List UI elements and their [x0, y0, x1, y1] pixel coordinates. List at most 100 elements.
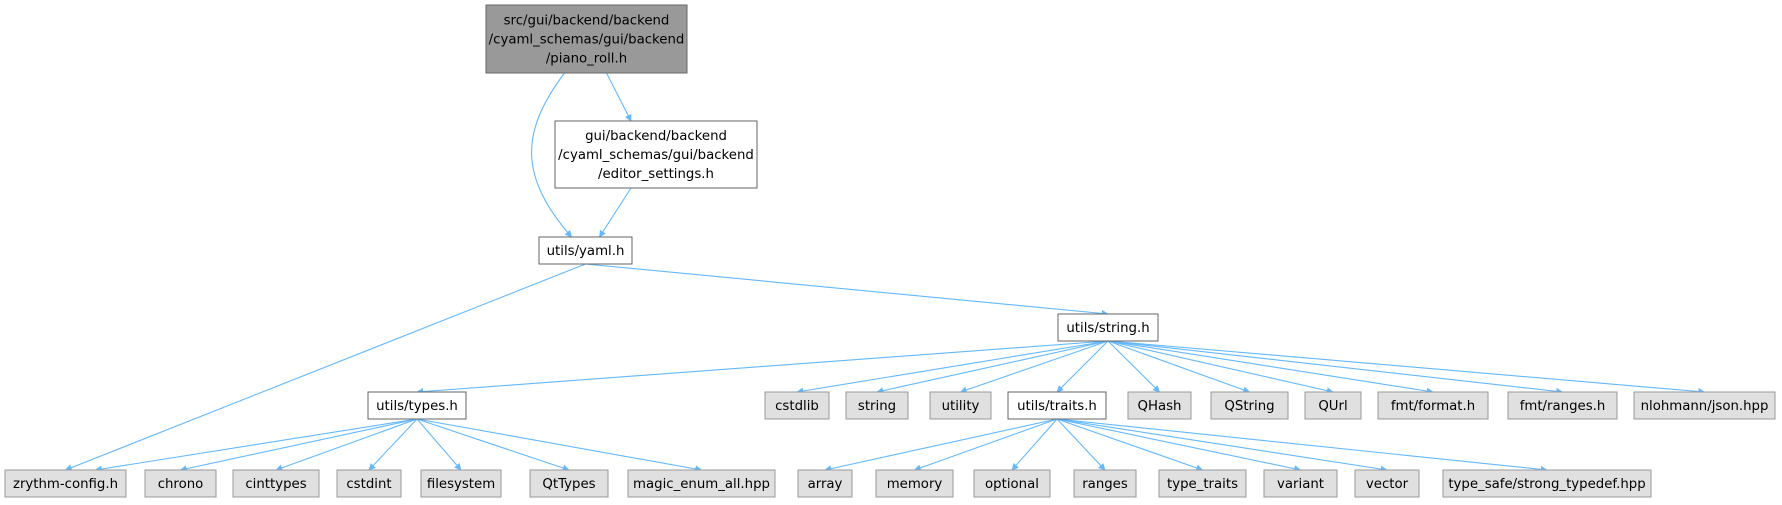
node-box	[1263, 469, 1338, 498]
edge-traits_h-to-vector	[1056, 418, 1388, 473]
edge	[64, 263, 586, 471]
node-memory: memory	[875, 469, 954, 498]
edge-yaml-to-string_h	[585, 263, 1109, 317]
node-yaml[interactable]: utils/yaml.h	[538, 236, 633, 265]
node-box	[845, 391, 909, 420]
node-label-line: src/gui/backend/backend	[504, 14, 670, 29]
node-piano-roll[interactable]: src/gui/backend/backend/cyaml_schemas/gu…	[485, 4, 688, 74]
edge-string_h-to-qstring	[1107, 340, 1251, 394]
edge-types_h-to-filesystem	[416, 418, 462, 471]
edge-string_h-to-nlohmann_json	[1107, 340, 1706, 395]
node-box	[4, 469, 127, 498]
edge-types_h-to-cstdint	[368, 418, 418, 471]
edge-types_h-to-magic_enum	[416, 418, 703, 473]
node-box	[336, 469, 402, 498]
node-box	[1158, 469, 1247, 498]
edge-traits_h-to-variant	[1056, 418, 1302, 473]
node-label-line: chrono	[158, 477, 204, 492]
edge-string_h-to-utility	[959, 340, 1109, 394]
edge	[1056, 418, 1388, 473]
node-label-line: zrythm-config.h	[13, 477, 118, 492]
node-box	[1127, 391, 1192, 420]
edge	[1107, 340, 1334, 395]
edge	[1107, 340, 1706, 395]
edge	[416, 340, 1109, 396]
node-box	[232, 469, 320, 498]
node-label-line: fmt/format.h	[1391, 399, 1475, 414]
node-fmt-ranges: fmt/ranges.h	[1507, 391, 1618, 420]
node-label-line: utils/types.h	[376, 399, 458, 414]
node-traits-h[interactable]: utils/traits.h	[1007, 391, 1107, 420]
edge-string_h-to-fmt_format	[1107, 340, 1434, 395]
node-vector: vector	[1354, 469, 1420, 498]
node-label-line: type_traits	[1167, 477, 1238, 492]
node-box	[764, 391, 830, 420]
edge-string_h-to-fmt_ranges	[1107, 340, 1564, 395]
edge	[606, 72, 632, 122]
node-qstring: QString	[1210, 391, 1289, 420]
node-label-line: fmt/ranges.h	[1520, 399, 1606, 414]
edge-traits_h-to-array	[824, 418, 1058, 473]
node-box	[1354, 469, 1420, 498]
node-box	[627, 469, 776, 498]
edge	[416, 418, 703, 473]
node-fmt-format: fmt/format.h	[1377, 391, 1489, 420]
edge-traits_h-to-ranges	[1056, 418, 1106, 471]
node-label-line: gui/backend/backend	[585, 129, 727, 144]
node-box	[538, 236, 633, 265]
edge	[531, 72, 572, 238]
edge	[959, 340, 1109, 394]
edge	[1107, 340, 1251, 394]
node-label-line: /cyaml_schemas/gui/backend	[558, 148, 754, 163]
node-label-line: ranges	[1082, 477, 1128, 492]
node-strong-typedef: type_safe/strong_typedef.hpp	[1442, 469, 1652, 498]
edge	[1056, 340, 1109, 393]
nodes: src/gui/backend/backend/cyaml_schemas/gu…	[4, 4, 1776, 498]
edge	[275, 418, 418, 472]
node-box	[929, 391, 992, 420]
edge-string_h-to-cstdlib	[796, 340, 1109, 395]
edge-types_h-to-qttypes	[416, 418, 570, 472]
node-label-line: variant	[1277, 477, 1324, 492]
node-box	[367, 391, 467, 420]
node-magic-enum: magic_enum_all.hpp	[627, 469, 776, 498]
node-label-line: cstdint	[346, 477, 391, 492]
node-label-line: array	[808, 477, 843, 492]
node-box	[1007, 391, 1107, 420]
node-box	[420, 469, 502, 498]
node-optional: optional	[973, 469, 1051, 498]
node-editor-settings[interactable]: gui/backend/backend/cyaml_schemas/gui/ba…	[554, 120, 758, 189]
node-label-line: cinttypes	[245, 477, 306, 492]
node-label-line: filesystem	[427, 477, 495, 492]
node-box	[1377, 391, 1489, 420]
edge	[1056, 418, 1204, 472]
node-label-line: /cyaml_schemas/gui/backend	[489, 33, 685, 48]
edge	[824, 418, 1058, 473]
edge	[796, 340, 1109, 395]
node-qhash: QHash	[1127, 391, 1192, 420]
node-cinttypes: cinttypes	[232, 469, 320, 498]
edges	[64, 72, 1706, 473]
edge-types_h-to-chrono	[179, 418, 418, 473]
node-string-h[interactable]: utils/string.h	[1057, 313, 1159, 342]
node-chrono: chrono	[144, 469, 217, 498]
node-label-line: /editor_settings.h	[598, 167, 714, 182]
edge	[1107, 340, 1434, 395]
edge-string_h-to-types_h	[416, 340, 1109, 396]
node-box	[1057, 313, 1159, 342]
node-cstdlib: cstdlib	[764, 391, 830, 420]
node-label-line: cstdlib	[775, 399, 819, 414]
node-label-line: memory	[887, 477, 943, 492]
node-box	[1304, 391, 1362, 420]
node-box	[1210, 391, 1289, 420]
edge-string_h-to-qhash	[1107, 340, 1160, 393]
edge	[585, 263, 1109, 317]
node-types-h[interactable]: utils/types.h	[367, 391, 467, 420]
node-label-line: string	[858, 399, 896, 414]
edge-editor_settings-to-yaml	[599, 187, 632, 238]
edge	[416, 418, 462, 471]
node-label-line: /piano_roll.h	[546, 52, 627, 67]
node-box	[875, 469, 954, 498]
edge-string_h-to-qurl	[1107, 340, 1334, 395]
